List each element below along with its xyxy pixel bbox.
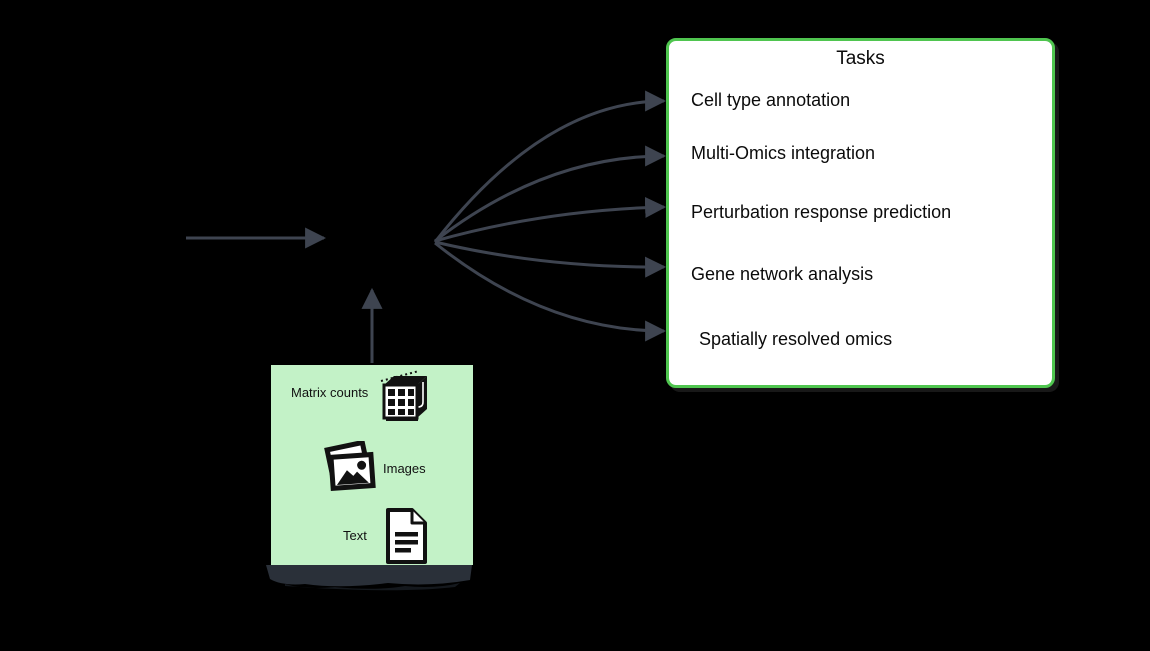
document-icon <box>382 506 430 571</box>
task-arrow-1 <box>433 90 667 243</box>
task-arrow-4 <box>434 240 667 278</box>
tasks-box-title: Tasks <box>836 48 885 69</box>
images-icon <box>321 439 377 498</box>
text-label: Text <box>343 528 367 543</box>
tasks-box: Tasks Cell type annotation Multi-Omics i… <box>666 38 1055 388</box>
data-modalities-box: Matrix counts <box>271 365 473 565</box>
data-box-shadow <box>266 565 472 587</box>
images-label: Images <box>383 461 426 476</box>
task-arrow-5 <box>434 241 667 342</box>
task-arrow-3 <box>434 196 667 243</box>
task-item-perturbation-response-prediction: Perturbation response prediction <box>691 202 952 222</box>
task-item-gene-network-analysis: Gene network analysis <box>691 264 874 284</box>
task-item-multi-omics-integration: Multi-Omics integration <box>691 143 876 163</box>
data-box-shadow-speckle <box>285 583 460 591</box>
matrix-counts-label: Matrix counts <box>291 385 369 400</box>
matrix-cube-icon <box>377 368 433 427</box>
task-item-spatially-resolved-omics: Spatially resolved omics <box>699 329 893 349</box>
task-arrow-2 <box>434 145 667 243</box>
task-item-cell-type-annotation: Cell type annotation <box>691 90 851 110</box>
